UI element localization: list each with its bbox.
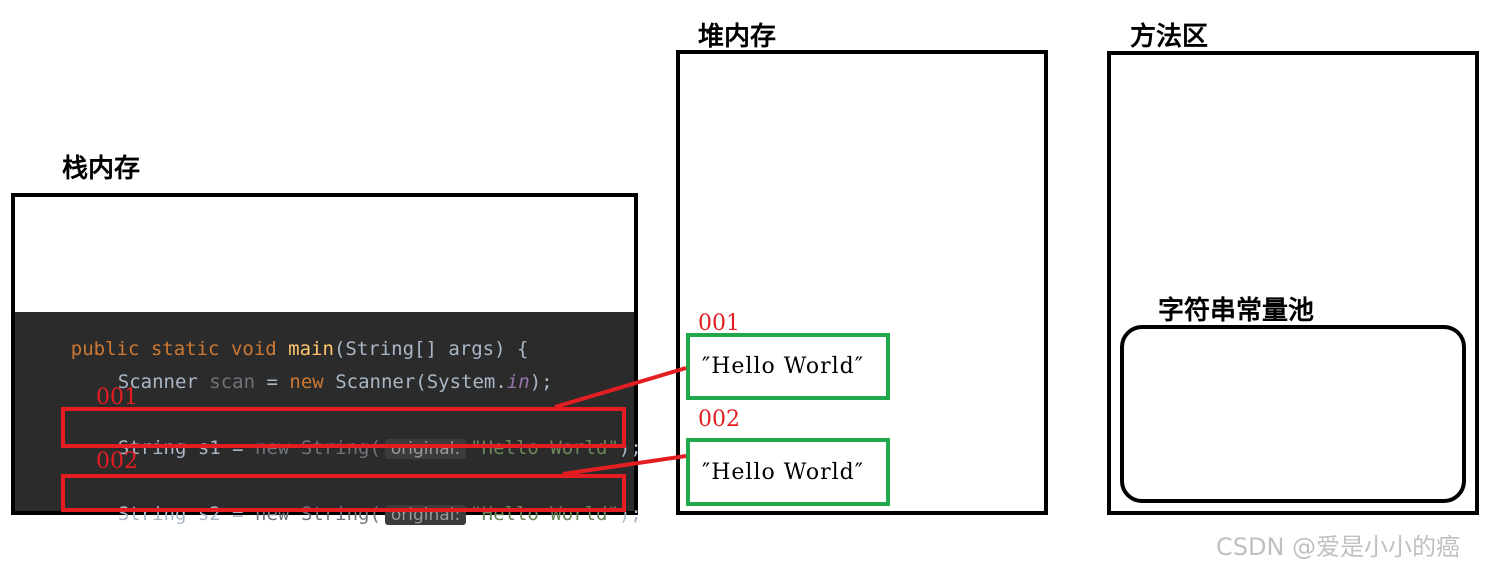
heap-box	[676, 50, 1048, 515]
heap-address-002: 002	[698, 407, 740, 432]
keyword-static: static	[150, 338, 220, 360]
s1-string-literal: "Hello World"	[470, 437, 619, 459]
s1-decl: String s1 =	[117, 437, 256, 459]
s1-new: new	[255, 437, 290, 459]
string-pool-title: 字符串常量池	[1158, 296, 1315, 326]
heap-object-002: ″Hello World″	[686, 438, 890, 506]
main-signature: (String[] args) {	[333, 338, 529, 360]
s2-highlight	[61, 474, 626, 512]
scanner-var: scan	[209, 371, 256, 393]
s1-reference-line	[554, 366, 687, 409]
heap-address-001: 001	[698, 311, 740, 336]
method-area-box	[1107, 51, 1479, 515]
s1-ref-label: 001	[96, 385, 138, 410]
keyword-public: public	[70, 338, 140, 360]
s1-highlight	[61, 407, 626, 448]
system-in-field: in	[506, 371, 530, 393]
code-line-scanner: Scanner scan = new Scanner(System.in);	[72, 349, 553, 415]
scanner-end: );	[529, 371, 553, 393]
stack-title: 栈内存	[62, 154, 141, 184]
code-line-main: public static void main(String[] args) {	[25, 316, 529, 382]
heap-object-001-value: ″Hello World″	[702, 354, 864, 379]
scanner-eq: =	[266, 371, 278, 393]
method-area-title: 方法区	[1130, 22, 1209, 52]
s2-ref-label: 002	[96, 449, 138, 474]
heap-object-002-value: ″Hello World″	[702, 459, 864, 485]
heap-object-001: ″Hello World″	[686, 333, 890, 400]
method-name: main	[288, 338, 334, 360]
csdn-watermark: CSDN @爱是小小的癌	[1216, 533, 1461, 561]
s1-call: String(	[300, 437, 381, 459]
string-constant-pool	[1120, 325, 1466, 503]
keyword-void: void	[230, 338, 277, 360]
heap-title: 堆内存	[698, 22, 777, 52]
scanner-type: Scanner	[117, 371, 198, 393]
keyword-new: new	[289, 371, 324, 393]
scanner-call: Scanner(System.	[335, 371, 507, 393]
s2-reference-line	[562, 454, 687, 476]
